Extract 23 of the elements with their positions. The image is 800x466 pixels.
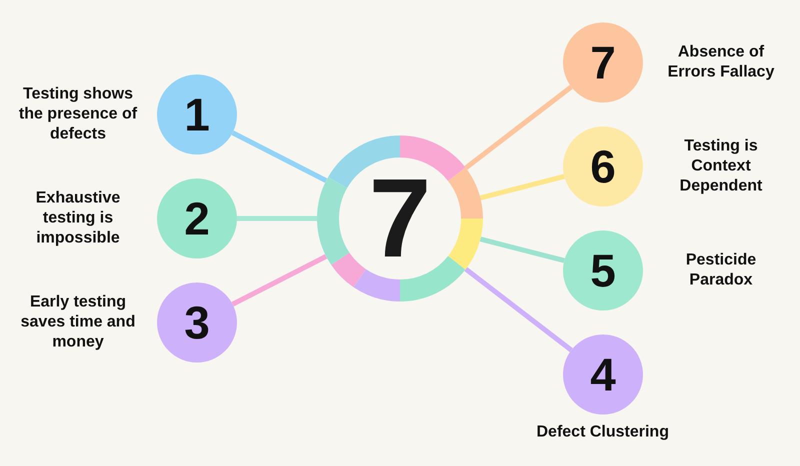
caption-text: Testing shows the presence of defects bbox=[18, 84, 138, 144]
caption-text: Exhaustive testing is impossible bbox=[34, 188, 122, 248]
connector-line bbox=[464, 267, 573, 352]
connector-line bbox=[480, 174, 565, 200]
number-circle: 3 bbox=[157, 282, 237, 362]
number-circle: 1 bbox=[157, 74, 237, 154]
connector-line bbox=[231, 130, 328, 183]
caption-text: Pesticide Paradox bbox=[684, 250, 758, 290]
node-label: 7 bbox=[368, 162, 432, 276]
number-circle: 7 bbox=[563, 22, 643, 102]
number-circle: 5 bbox=[563, 230, 643, 310]
number-circle: 2 bbox=[157, 178, 237, 258]
caption-text: Early testing saves time and money bbox=[20, 292, 136, 352]
caption-text: Testing is Context Dependent bbox=[678, 136, 764, 196]
connector-line bbox=[231, 254, 328, 306]
number-circle: 4 bbox=[563, 334, 643, 414]
connector-line bbox=[237, 216, 317, 221]
ring-hub: 7 bbox=[317, 136, 483, 302]
caption-text: Defect Clustering bbox=[536, 422, 669, 442]
caption-text: Absence of Errors Fallacy bbox=[666, 42, 776, 82]
connector-line bbox=[480, 236, 565, 263]
number-circle: 6 bbox=[563, 126, 643, 206]
connector-line bbox=[464, 84, 573, 170]
